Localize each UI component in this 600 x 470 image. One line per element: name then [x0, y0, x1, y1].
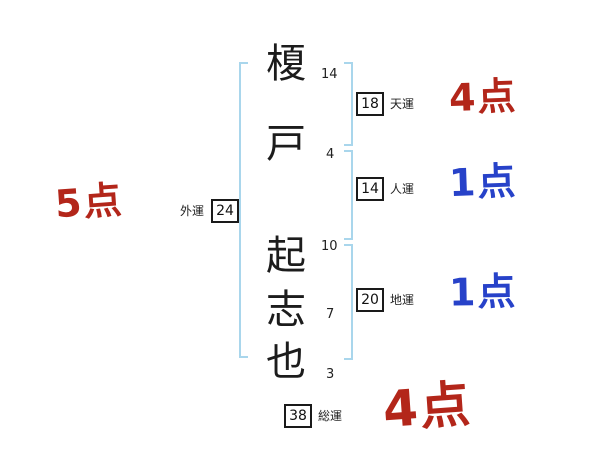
person-luck-bracket	[344, 150, 353, 240]
name-char-1: 榎	[266, 41, 306, 87]
total-luck-value-box: 38	[284, 404, 312, 428]
earth-luck-label: 地運	[390, 293, 415, 307]
earth-luck-value-box: 20	[356, 288, 384, 312]
heaven-luck-label: 天運	[390, 97, 415, 111]
name-char-4: 志	[266, 287, 306, 333]
heaven-luck-value-box: 18	[356, 92, 384, 116]
person-luck-value-box: 14	[356, 177, 384, 201]
outer-luck-value-box: 24	[211, 199, 239, 223]
name-char-3: 起	[266, 233, 306, 279]
outer-luck-label: 外運	[180, 204, 205, 218]
earth-luck-bracket	[344, 244, 353, 360]
person-luck-score: 1点	[448, 158, 519, 206]
earth-luck-score: 1点	[448, 269, 518, 315]
stroke-count-5: 3	[326, 367, 335, 382]
stroke-count-1: 14	[321, 67, 338, 82]
total-luck-score: 4点	[381, 374, 474, 440]
heaven-luck-score: 4点	[448, 73, 519, 121]
stroke-count-2: 4	[326, 147, 335, 162]
stroke-count-4: 7	[326, 307, 335, 322]
name-char-2: 戸	[266, 121, 306, 167]
outer-luck-score: 5点	[53, 177, 125, 227]
stroke-count-3: 10	[321, 239, 338, 254]
total-luck-label: 総運	[318, 409, 343, 423]
heaven-luck-bracket	[344, 62, 353, 146]
person-luck-label: 人運	[390, 182, 415, 196]
name-char-5: 也	[266, 339, 306, 385]
outer-luck-bracket	[239, 62, 248, 358]
